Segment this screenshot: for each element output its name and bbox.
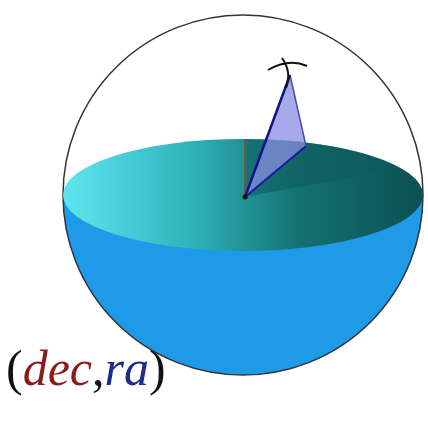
coordinate-label-row: (dec,ra) bbox=[6, 338, 166, 398]
coordinate-label: ra bbox=[105, 338, 149, 398]
sphere-outline bbox=[63, 15, 423, 375]
ra-arc bbox=[282, 58, 288, 88]
position-vector bbox=[245, 75, 290, 197]
reference-line bbox=[244, 139, 246, 197]
equatorial-disk bbox=[63, 139, 423, 251]
center-point bbox=[243, 195, 248, 200]
coordinate-label: ) bbox=[149, 338, 166, 398]
coordinate-label: , bbox=[92, 338, 105, 398]
angle-triangle bbox=[245, 75, 306, 197]
coordinate-label: dec bbox=[23, 338, 92, 398]
drop-line bbox=[290, 75, 306, 146]
coordinate-label: ( bbox=[6, 338, 23, 398]
